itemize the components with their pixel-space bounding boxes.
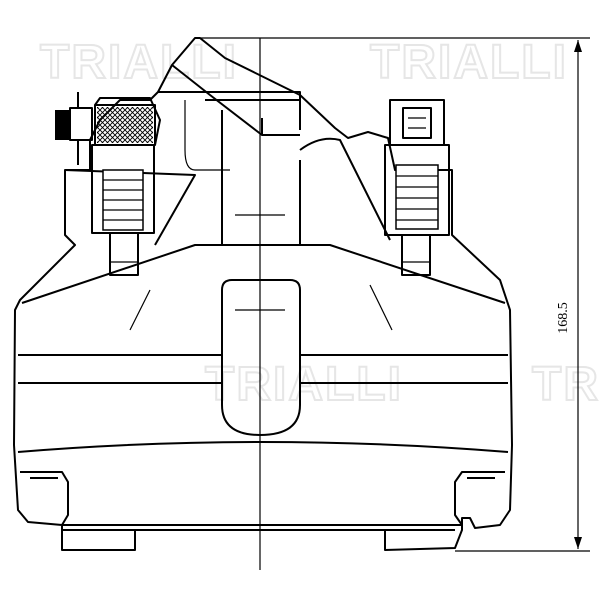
bridge-notch [261, 118, 300, 136]
right-screw-socket [402, 107, 432, 139]
caliper-body-outline [13, 37, 513, 551]
left-thread-lines [103, 179, 143, 221]
rib-lower [17, 441, 509, 453]
left-screw-shank [109, 232, 139, 276]
cross-axis-line [235, 214, 285, 311]
diagonal-edge [171, 64, 263, 136]
right-sweep [300, 244, 506, 304]
right-screw-shank [401, 234, 431, 276]
watermark-right-edge: TRIALLI [532, 358, 600, 411]
center-window [221, 279, 301, 436]
bridge-detail [184, 100, 230, 171]
dim-arrow-top [574, 40, 582, 52]
left-nipple-cap [55, 110, 71, 140]
right-socket-lines [408, 117, 426, 129]
top-shoulder [158, 91, 301, 130]
left-screw-cap [94, 97, 161, 146]
dimension-label: 168.5 [556, 302, 571, 334]
caliper-body [13, 37, 513, 551]
watermark-top-right: TRIALLI [370, 36, 568, 89]
left-bleed-screw [55, 92, 161, 276]
left-sweep [21, 244, 222, 304]
right-accent [369, 284, 393, 331]
right-foot [454, 471, 505, 526]
right-inner-sweep [299, 137, 391, 241]
right-thread-lines [396, 175, 438, 221]
watermark-center: TRIALLI [205, 358, 403, 411]
watermark-top-left: TRIALLI [40, 36, 238, 89]
watermark-group: TRIALLI TRIALLI TRIALLI TRIALLI [39, 35, 600, 412]
left-accent [129, 289, 151, 331]
left-nipple-body [69, 107, 93, 141]
dim-arrow-bottom [574, 537, 582, 549]
right-bleed-screw [384, 99, 450, 276]
left-foot [20, 471, 69, 526]
height-dimension: 168.5 [200, 37, 590, 552]
left-screw-head-hatch [97, 107, 153, 143]
